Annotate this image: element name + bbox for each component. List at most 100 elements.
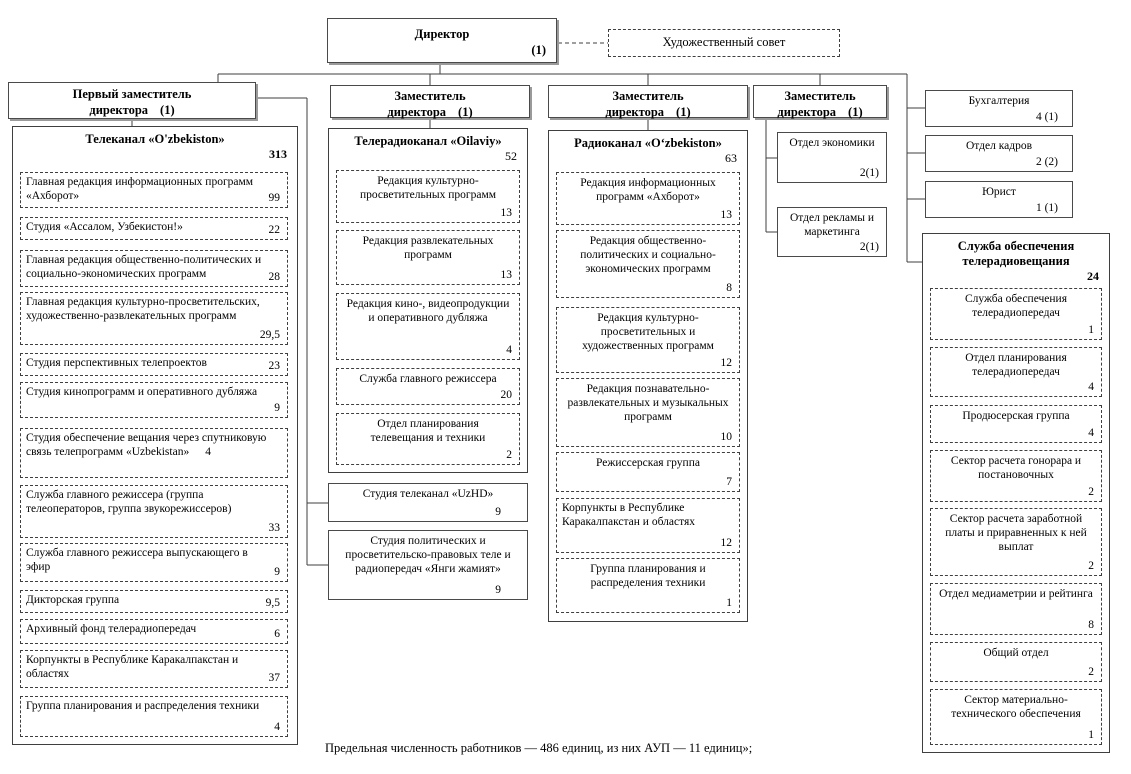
org-unit: Отдел планирования телевещания и техники… [336, 413, 520, 465]
org-unit: Сектор расчета гонорара и постановочных 2 [930, 450, 1102, 502]
container-title: Телерадиоканал «Oilaviy» [354, 134, 502, 148]
unit-count: 2 [1088, 665, 1094, 678]
container-title: Телеканал «O'zbekiston» [85, 132, 225, 146]
unit-count: 1 [1088, 323, 1094, 336]
unit-label: Служба главного режиссера выпускающего в… [26, 547, 248, 574]
org-unit: Отдел планирования телерадиопередач 4 [930, 347, 1102, 397]
unit-label: Общий отдел [983, 647, 1049, 659]
footnote: Предельная численность работников — 486 … [325, 741, 753, 755]
art-council-label: Художественный совет [662, 35, 786, 49]
unit-label: Режиссерская группа [596, 457, 700, 469]
org-unit: Сектор материально-технического обеспече… [930, 689, 1102, 745]
unit-count: 4 [1088, 380, 1094, 393]
unit-count: 4 [506, 343, 512, 356]
unit-label: Редакция культурно-просветительных и худ… [582, 312, 714, 353]
org-unit: Служба главного режиссера (группа телеоп… [20, 485, 288, 538]
org-unit: Главная редакция общественно-политически… [20, 250, 288, 287]
unit-label: Главная редакция общественно-политически… [26, 254, 262, 281]
unit-label: Редакция информационных программ «Ахборо… [580, 177, 716, 204]
unit-count: 1 [726, 596, 732, 609]
unit-label: Служба главного режиссера (группа телеоп… [26, 489, 232, 516]
unit-label: Группа планирования и распределения техн… [26, 700, 260, 712]
unit-count: 4 (1) [1035, 110, 1058, 123]
container-title: Радиоканал «O‘zbekiston» [574, 136, 722, 150]
unit-label: Отдел планирования телерадиопередач [965, 352, 1067, 379]
unit-label: Отдел планирования телевещания и техники [370, 418, 486, 445]
yangi-jamiyat-studio-box: Студия политических и просветительско-пр… [328, 530, 528, 600]
unit-label: Служба обеспечения телерадиопередач [964, 293, 1068, 320]
unit-count: 4 [274, 720, 280, 733]
unit-count: 12 [720, 536, 733, 549]
unit-label: Корпункты в Республике Каракалпакстан и … [26, 654, 239, 681]
unit-label: Студия «Ассалом, Узбекистон!» [26, 221, 183, 233]
first-deputy-label: Первый заместитель директора [72, 87, 192, 117]
unit-count: 2 (2) [1035, 155, 1058, 168]
lawyer-box: Юрист 1 (1) [925, 181, 1073, 218]
unit-count: 9 [274, 565, 280, 578]
unit-count: 29,5 [259, 328, 280, 341]
unit-count: 8 [726, 281, 732, 294]
deputy-label: Заместитель директора [777, 89, 856, 119]
container-count: 313 [269, 147, 287, 161]
unit-count: 1 (1) [1035, 201, 1058, 214]
org-unit: Студия «Ассалом, Узбекистон!»22 [20, 217, 288, 240]
deputy-label: Заместитель директора [387, 89, 466, 119]
unit-label: Главная редакция информационных программ… [26, 176, 254, 203]
org-unit: Сектор расчета заработной платы и прирав… [930, 508, 1102, 576]
org-unit: Общий отдел 2 [930, 642, 1102, 682]
container-count: 24 [1087, 269, 1099, 283]
unit-label: Студия телеканал «UzHD» [362, 488, 494, 500]
unit-label: Группа планирования и распределения техн… [590, 563, 706, 590]
first-deputy-count: (1) [160, 102, 175, 117]
unit-label: Редакция общественно-политических и соци… [580, 235, 716, 276]
deputy-director-4-box: Заместитель директора(1) [753, 85, 887, 119]
unit-label: Отдел рекламы и маркетинга [789, 212, 875, 239]
org-unit: Корпункты в Республике Каракалпакстан и … [20, 650, 288, 688]
org-unit: Служба главного режиссера выпускающего в… [20, 543, 288, 582]
deputy-count: (1) [676, 104, 691, 119]
org-unit: Редакция кино-, видеопродукции и операти… [336, 293, 520, 360]
unit-count: 33 [268, 521, 281, 534]
unit-label: Служба главного режиссера [359, 373, 497, 385]
first-deputy-director-box: Первый заместитель директора(1) [8, 82, 256, 119]
org-unit: Дикторская группа 9,5 [20, 590, 288, 613]
unit-label: Сектор расчета гонорара и постановочных [950, 455, 1082, 482]
unit-label: Редакция кино-, видеопродукции и операти… [346, 298, 510, 325]
org-unit: Главная редакция культурно-просветительс… [20, 292, 288, 345]
container-count: 52 [505, 149, 517, 163]
org-unit: Отдел медиаметрии и рейтинга 8 [930, 583, 1102, 635]
unit-count: 2(1) [859, 166, 879, 179]
unit-count: 8 [1088, 618, 1094, 631]
unit-count: 4 [1088, 426, 1094, 439]
unit-label: Сектор материально-технического обеспече… [951, 694, 1081, 721]
container-title: Служба обеспечения телерадиовещания [957, 239, 1075, 268]
art-council-box: Художественный совет [608, 29, 840, 57]
unit-label: Студия обеспечение вещания через спутник… [26, 432, 267, 459]
unit-label: Отдел медиаметрии и рейтинга [939, 588, 1093, 600]
unit-count: 6 [274, 627, 280, 640]
director-count: (1) [531, 43, 546, 58]
unit-label: Редакция культурно-просветительных прогр… [359, 175, 497, 202]
director-label: Директор [414, 27, 470, 41]
container-count: 63 [725, 151, 737, 165]
org-unit: Редакция культурно-просветительных и худ… [556, 307, 740, 373]
org-unit: Редакция познавательно-развлекательных и… [556, 378, 740, 447]
unit-label: Юрист [982, 186, 1016, 198]
unit-count: 9,5 [265, 596, 280, 609]
org-unit: Редакция информационных программ «Ахборо… [556, 172, 740, 225]
org-unit: Студия кинопрограмм и оперативного дубля… [20, 382, 288, 418]
org-unit: Корпункты в Республике Каракалпакстан и … [556, 498, 740, 553]
unit-count: 4 [205, 446, 211, 459]
unit-label: Редакция развлекательных программ [362, 235, 494, 262]
unit-label: Продюсерская группа [962, 410, 1070, 422]
org-unit: Продюсерская группа 4 [930, 405, 1102, 443]
deputy-label: Заместитель директора [605, 89, 684, 119]
unit-count: 2(1) [859, 240, 879, 253]
unit-count: 2 [1088, 485, 1094, 498]
unit-label: Дикторская группа [26, 594, 120, 606]
